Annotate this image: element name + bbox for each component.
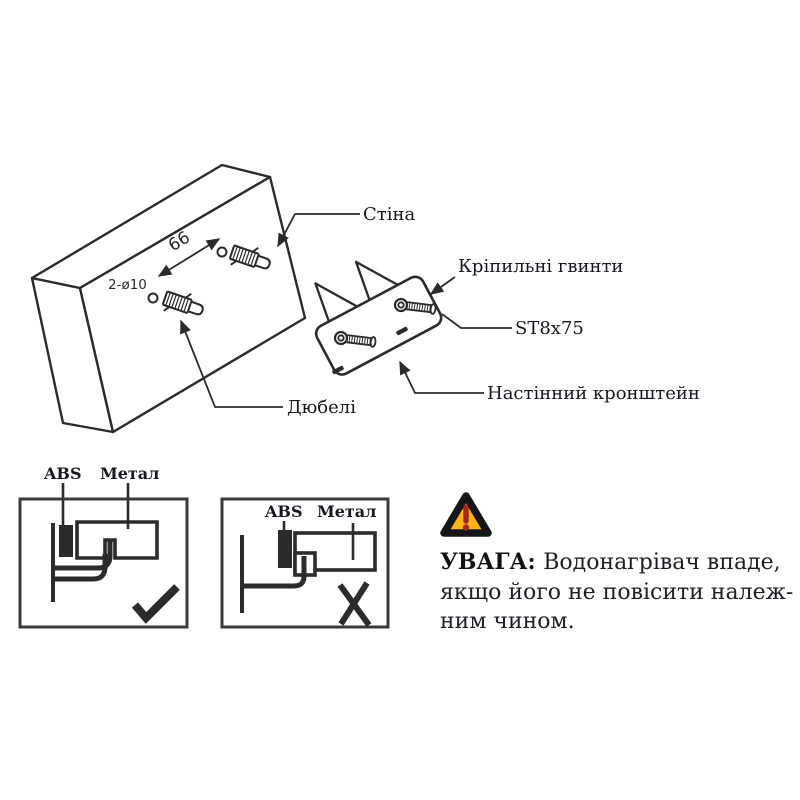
correct-metal-label: Метал [100,464,159,483]
incorrect-panel-border [220,497,390,629]
label-dowels: Дюбелі [287,397,356,418]
correct-abs-label: ABS [43,464,82,483]
warning-text: УВАГА: Водонагрівач впаде, якщо його не … [440,548,796,637]
warning-exclamation-dot [462,524,470,531]
wall-bracket [314,260,443,376]
warning-line-2: якщо його не повісити належ- [440,579,794,605]
mounting-diagram: 66 2-ø10 [30,163,700,434]
warning-line-3: ним чином. [440,609,575,634]
correct-metal-part [75,520,159,560]
drill-hole-lower [147,292,159,304]
correct-wall-hook [53,554,108,582]
fixing-screw-upper [393,297,437,315]
leader-line-screws [429,276,456,295]
bracket-plate [314,275,443,376]
leader-line-screw-size [441,313,512,329]
wall-block [30,163,307,434]
incorrect-pointer-lines [282,521,355,560]
bracket-slot [332,365,344,375]
dowel-lower [161,290,204,316]
incorrect-wall-hook [242,556,307,589]
incorrect-metal-label: Метал [317,502,376,521]
bracket-slot [396,326,408,336]
incorrect-abs-label: ABS [264,502,303,521]
label-screw-size: ST8x75 [515,318,584,339]
drill-hole-upper [216,246,228,258]
label-fixing-screws: Кріпильні гвинти [458,256,623,277]
correct-panel-border [18,497,189,629]
dowel-upper [228,244,271,270]
leader-line-wall [277,213,360,248]
warning-icon [440,492,492,537]
warning-line-1: УВАГА: Водонагрівач впаде, [440,549,781,575]
fixing-screw-lower [333,330,377,348]
check-mark [131,584,180,624]
leader-line-bracket [399,360,484,394]
correct-mount-panel: ABS Метал [18,464,189,629]
label-wall-bracket: Настінний кронштейн [487,383,700,404]
warning-title: УВАГА [440,549,528,575]
hole-spec-label: 2-ø10 [108,277,147,293]
label-wall: Стіна [363,204,415,225]
incorrect-abs-part [278,530,292,568]
correct-abs-part [59,525,73,557]
leader-line-dowels [180,319,283,408]
x-mark [337,581,372,627]
incorrect-mount-panel: ABS Метал [220,497,390,629]
